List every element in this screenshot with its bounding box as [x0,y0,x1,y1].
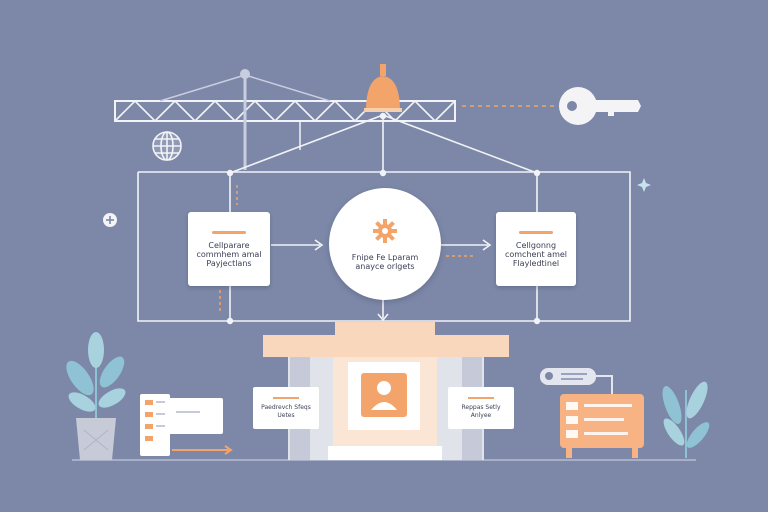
connector-dots [226,112,541,325]
user-icon [348,362,420,430]
document-icon [140,394,233,456]
left-node-box: Cellparare commhem amal Payjectlans [188,212,270,286]
center-node-text: Fnipe Fe Lparam anayce orlgets [351,253,419,271]
sparkle-icon [637,178,651,192]
left-node-accent [212,230,246,234]
plant-icon [66,332,126,460]
building-right-card: Reppas Setly Anlyee [448,387,514,429]
building-right-card-accent [468,396,494,399]
right-node-text: Cellgonng comchent amel Flayledtinel [504,240,568,268]
center-node: Fnipe Fe Lparam anayce orlgets [329,188,441,300]
lamp-icon [364,64,402,112]
diagram-connectors [137,114,631,322]
plant-icon [662,381,710,458]
right-node-box: Cellgonng comchent amel Flayledtinel [496,212,576,286]
building-left-card: Paedrevch Sfeqs Uetes [253,387,319,429]
plus-icon [103,213,117,227]
left-node-text: Cellparare commhem amal Payjectlans [196,240,262,268]
globe-icon [152,131,182,161]
crane-icon [114,69,456,170]
building-left-card-accent [273,396,299,399]
key-icon [559,87,641,125]
right-node-accent [519,230,553,234]
building-right-card-text: Reppas Setly Anlyee [461,403,501,419]
usb-device-icon [540,368,613,394]
gear-icon [373,219,397,243]
dashboard-panel-icon [560,394,644,458]
building-left-card-text: Paedrevch Sfeqs Uetes [261,403,311,419]
